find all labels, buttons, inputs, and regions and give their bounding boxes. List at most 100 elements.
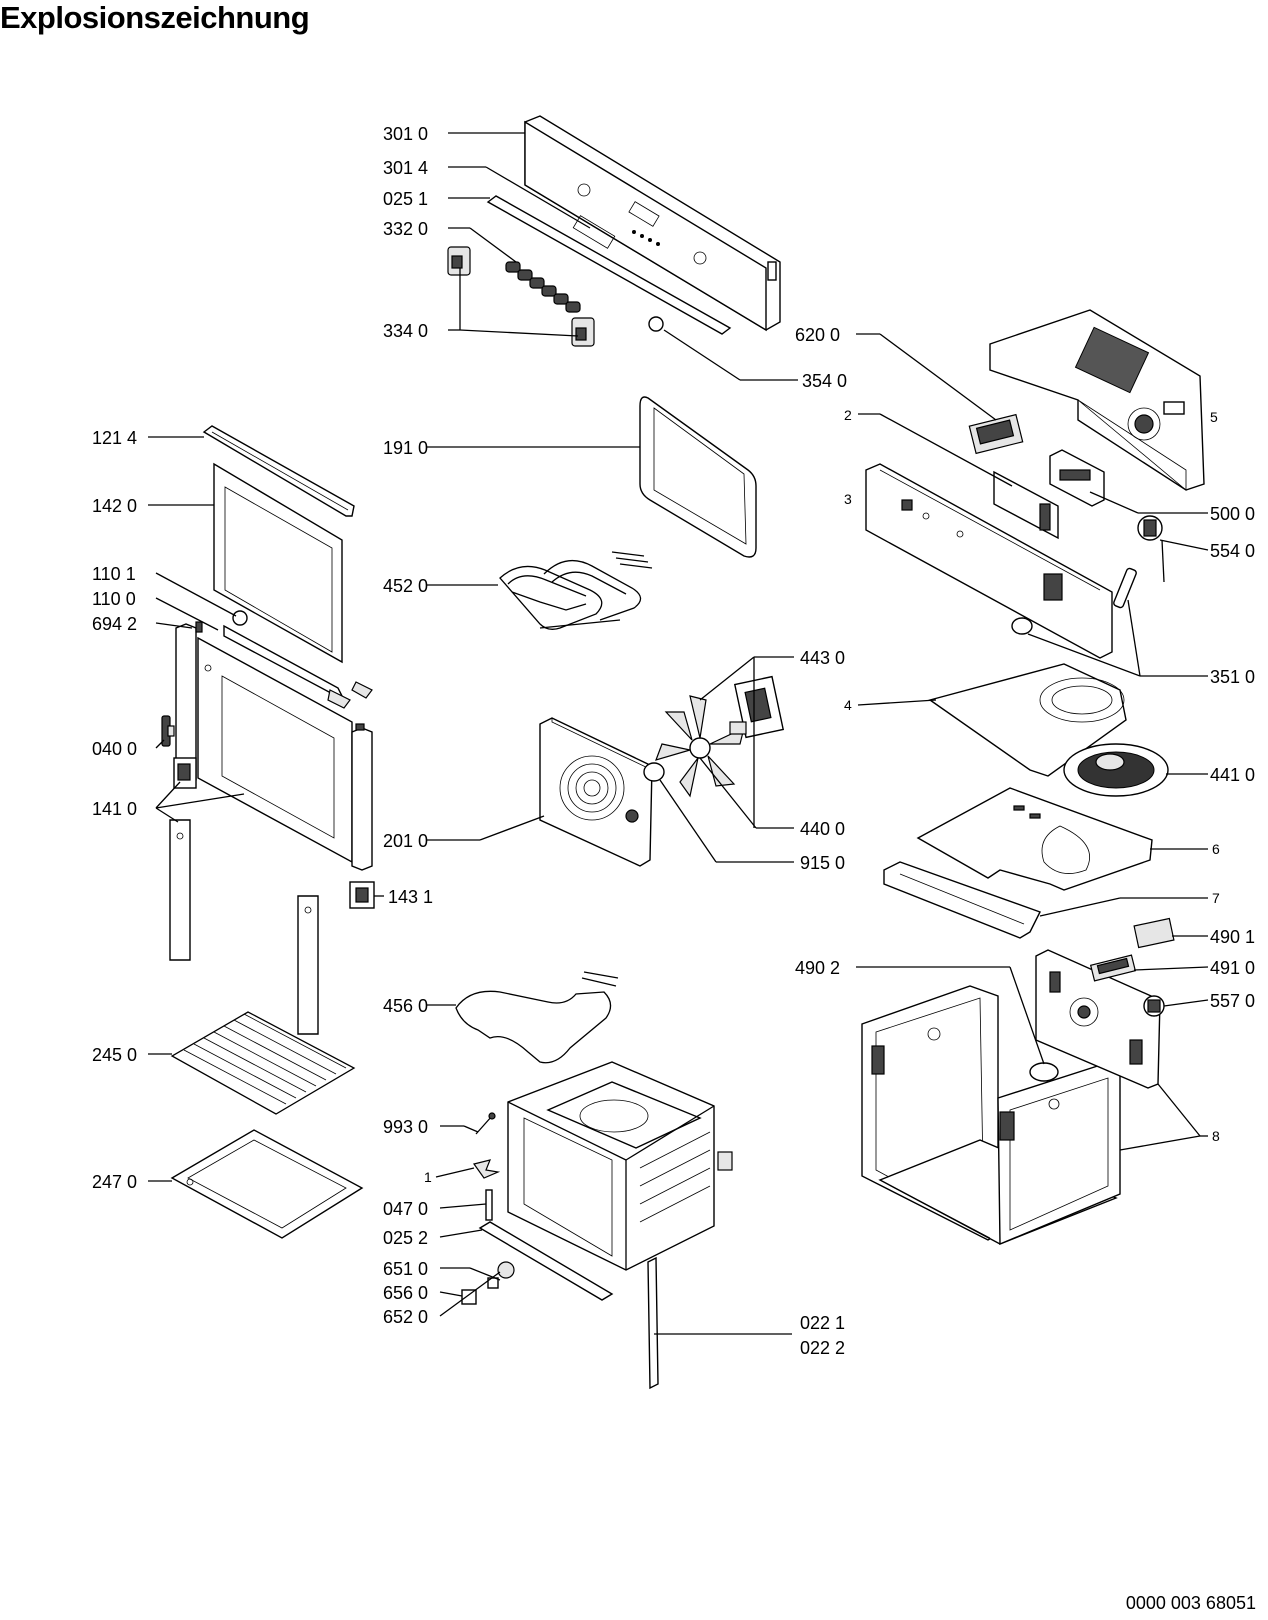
label-993-0: 993 0 (383, 1117, 428, 1137)
label-443-0: 443 0 (800, 648, 845, 668)
label-022-2: 022 2 (800, 1338, 845, 1358)
label-142-0: 142 0 (92, 496, 137, 516)
label-5: 5 (1210, 409, 1218, 425)
knob-part (447, 246, 595, 347)
label-121-4: 121 4 (92, 428, 137, 448)
label-3: 3 (844, 491, 852, 507)
outer-glass-part (213, 462, 343, 664)
leader-lines-right-top (856, 333, 1209, 677)
sensor-rod-part (1113, 567, 1137, 609)
label-354-0: 354 0 (802, 371, 847, 391)
hinge-block-part (173, 757, 197, 789)
leader-lines-case (856, 935, 1209, 1151)
label-110-0: 110 0 (92, 589, 136, 609)
label-025-2: 025 2 (383, 1228, 428, 1248)
door-insulation-strip-right (297, 895, 319, 1035)
hinge-lever-part (161, 715, 175, 747)
hinge-clip-part (349, 881, 375, 909)
label-7: 7 (1212, 890, 1220, 906)
fan-motor-part (729, 675, 785, 739)
label-6: 6 (1212, 841, 1220, 857)
baking-tray-part (170, 1129, 364, 1239)
label-554-0: 554 0 (1210, 541, 1255, 561)
label-1: 1 (424, 1169, 432, 1185)
label-456-0: 456 0 (383, 996, 428, 1016)
label-332-0: 332 0 (383, 219, 428, 239)
label-557-0: 557 0 (1210, 991, 1255, 1011)
label-143-1: 143 1 (388, 887, 433, 907)
label-301-0: 301 0 (383, 124, 428, 144)
label-620-0: 620 0 (795, 325, 840, 345)
label-351-0: 351 0 (1210, 667, 1255, 687)
lamp-socket-part (1143, 995, 1165, 1017)
fan-blade-part (655, 695, 745, 798)
label-441-0: 441 0 (1210, 765, 1255, 785)
control-panel-part (524, 115, 781, 332)
bottom-heating-element-part (455, 971, 619, 1064)
label-490-2: 490 2 (795, 958, 840, 978)
timer-module-part (1049, 449, 1105, 507)
label-656-0: 656 0 (383, 1283, 428, 1303)
outer-case-part (861, 985, 1121, 1246)
terminal-block-part (1089, 954, 1137, 982)
label-334-0: 334 0 (383, 321, 428, 341)
bulb-part (648, 316, 664, 332)
door-gasket-part (639, 396, 757, 558)
label-141-0: 141 0 (92, 799, 137, 819)
door-hinge-bracket-right (351, 723, 373, 871)
label-8: 8 (1212, 1128, 1220, 1144)
knob-spindle-part (461, 1261, 515, 1305)
label-4: 4 (844, 697, 852, 713)
fan-nut-part (643, 762, 665, 782)
label-025-1: 025 1 (383, 189, 428, 209)
label-651-0: 651 0 (383, 1259, 428, 1279)
label-245-0: 245 0 (92, 1045, 137, 1065)
door-panel-part (197, 636, 353, 864)
wire-rack-part (170, 1011, 356, 1115)
fan-cover-part (539, 717, 653, 867)
label-201-0: 201 0 (383, 831, 428, 851)
door-top-trim-part (202, 425, 355, 517)
leader-lines-plates (857, 699, 1208, 917)
switch-part (1133, 917, 1175, 949)
label-452-0: 452 0 (383, 576, 428, 596)
base-plate-part (916, 787, 1153, 891)
door-handle-part (223, 624, 373, 709)
front-frame-part (865, 463, 1113, 659)
label-694-2: 694 2 (92, 614, 137, 634)
label-110-1: 110 1 (92, 564, 136, 584)
label-440-0: 440 0 (800, 819, 845, 839)
knob-set-part (505, 261, 581, 313)
label-915-0: 915 0 (800, 853, 845, 873)
control-board-part (993, 470, 1059, 540)
label-040-0: 040 0 (92, 739, 137, 759)
screw-part (475, 1112, 496, 1135)
clip-part (472, 1159, 501, 1179)
label-490-1: 490 1 (1210, 927, 1255, 947)
seal-ring-part (1029, 1062, 1059, 1082)
thermostat-part (1137, 515, 1165, 583)
leader-lines-racks (148, 1053, 172, 1182)
label-500-0: 500 0 (1210, 504, 1255, 524)
cooling-fan-part (1063, 743, 1169, 797)
strip-part (485, 1189, 493, 1221)
relay-block-part (968, 413, 1024, 455)
insulation-plate-part (883, 861, 1041, 939)
label-2: 2 (844, 407, 852, 423)
label-191-0: 191 0 (383, 438, 428, 458)
door-insulation-strip-left (169, 819, 191, 961)
leader-lines-fan (426, 656, 794, 863)
leader-lines-door (148, 436, 384, 897)
side-runner-part (647, 1256, 659, 1390)
cavity-front-rail-part (478, 1221, 614, 1301)
page-title: Explosionszeichnung (0, 0, 310, 35)
label-491-0: 491 0 (1210, 958, 1255, 978)
handle-cap-part (232, 610, 248, 626)
label-047-0: 047 0 (383, 1199, 428, 1219)
rear-housing-part (989, 309, 1205, 491)
label-652-0: 652 0 (383, 1307, 428, 1327)
leader-lines-mid (426, 446, 640, 586)
label-247-0: 247 0 (92, 1172, 137, 1192)
oven-cavity-part (507, 1061, 733, 1271)
